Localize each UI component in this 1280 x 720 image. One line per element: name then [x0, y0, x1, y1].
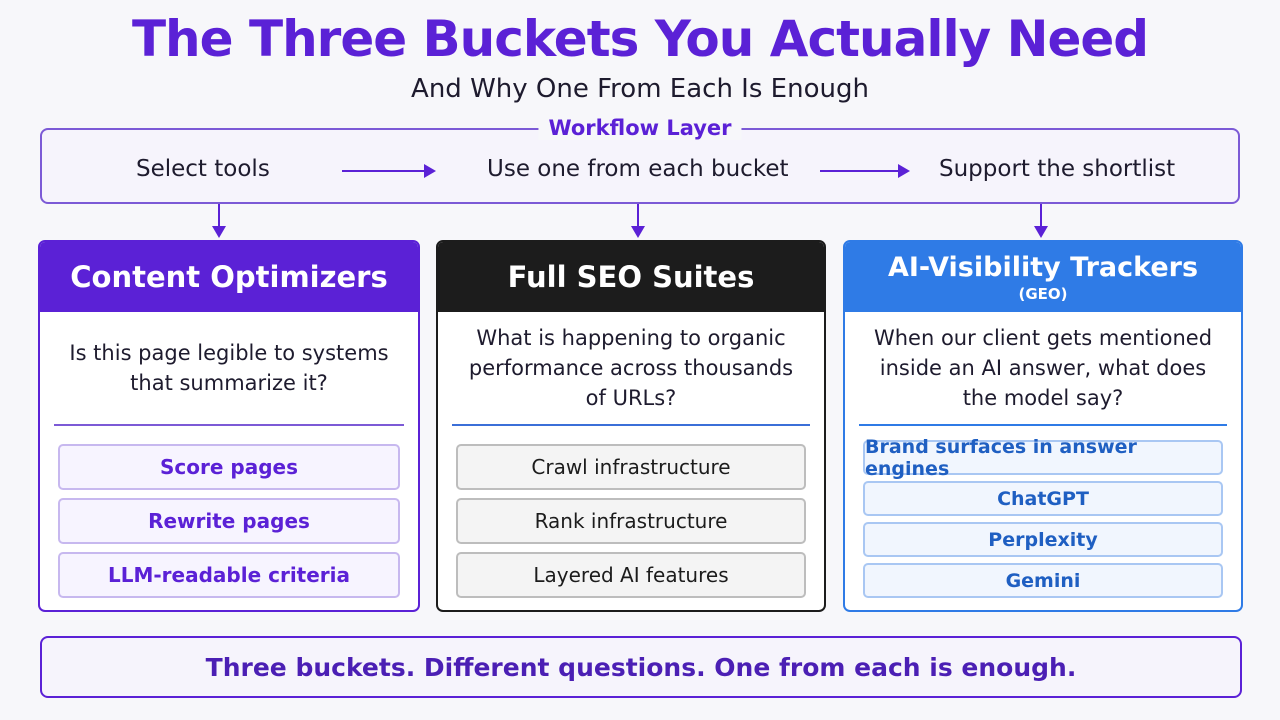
bucket-item: Rank infrastructure: [456, 498, 806, 544]
arrow-down-icon: [631, 204, 645, 238]
bucket-header: Full SEO Suites: [438, 242, 824, 312]
workflow-step-use-one: Use one from each bucket: [487, 156, 789, 182]
bucket-item: Perplexity: [863, 522, 1223, 557]
bucket-item: Brand surfaces in answer engines: [863, 436, 1223, 480]
bucket-item: Gemini: [863, 563, 1223, 598]
bucket-ai-visibility-trackers: AI-Visibility Trackers (GEO) When our cl…: [843, 240, 1243, 612]
bucket-question: When our client gets mentioned inside an…: [873, 326, 1213, 410]
bucket-question: Is this page legible to systems that sum…: [69, 341, 389, 395]
divider: [859, 424, 1227, 426]
workflow-step-select-tools: Select tools: [136, 156, 270, 182]
divider: [452, 424, 810, 426]
summary-banner: Three buckets. Different questions. One …: [40, 636, 1242, 698]
arrow-right-icon: [342, 164, 436, 178]
arrow-right-icon: [820, 164, 910, 178]
bucket-item: Rewrite pages: [58, 498, 400, 544]
arrow-down-icon: [1034, 204, 1048, 238]
bucket-item: Layered AI features: [456, 552, 806, 598]
bucket-content-optimizers: Content Optimizers Is this page legible …: [38, 240, 420, 612]
bucket-item: Crawl infrastructure: [456, 444, 806, 490]
bucket-subtitle: (GEO): [1018, 284, 1068, 303]
bucket-item: ChatGPT: [863, 481, 1223, 516]
workflow-step-support: Support the shortlist: [939, 156, 1176, 182]
bucket-title: Full SEO Suites: [507, 260, 755, 294]
divider: [54, 424, 404, 426]
page-subtitle: And Why One From Each Is Enough: [411, 74, 869, 104]
bucket-header: Content Optimizers: [40, 242, 418, 312]
workflow-layer: Workflow Layer Select tools Use one from…: [40, 116, 1240, 204]
bucket-header: AI-Visibility Trackers (GEO): [845, 242, 1241, 312]
bucket-item: Score pages: [58, 444, 400, 490]
bucket-question: What is happening to organic performance…: [468, 326, 794, 410]
bucket-full-seo-suites: Full SEO Suites What is happening to org…: [436, 240, 826, 612]
bucket-title: Content Optimizers: [70, 260, 388, 294]
bucket-title: AI-Visibility Trackers: [887, 251, 1199, 283]
page-title: The Three Buckets You Actually Need: [131, 10, 1149, 68]
bucket-item: LLM-readable criteria: [58, 552, 400, 598]
arrow-down-icon: [212, 204, 226, 238]
workflow-label: Workflow Layer: [538, 116, 742, 140]
